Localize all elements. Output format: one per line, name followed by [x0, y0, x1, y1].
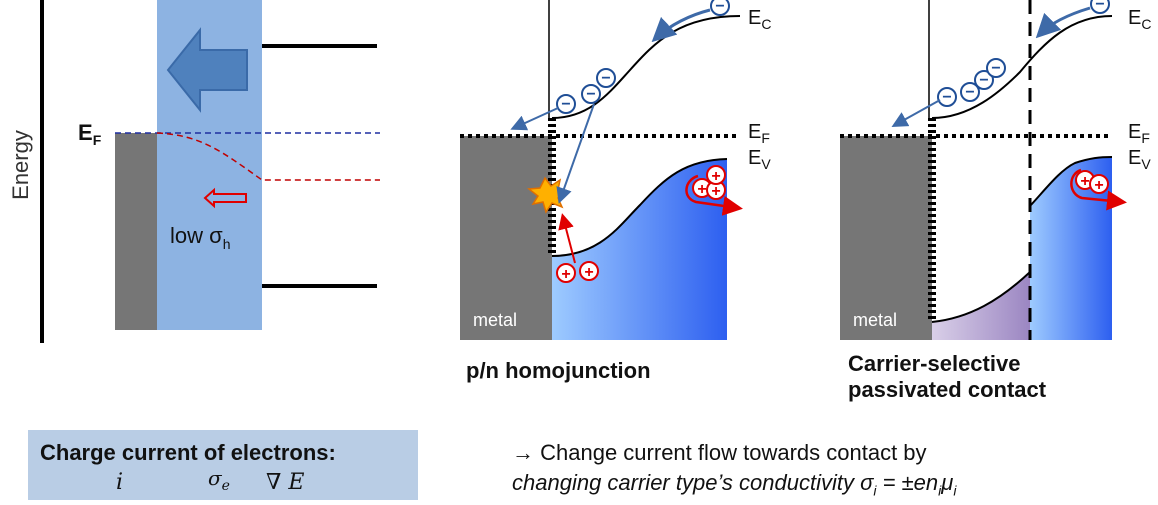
formula-title: Charge current of electrons: — [40, 440, 336, 465]
electron-path-arrow-icon — [651, 8, 711, 43]
left-panel: Energy EF low σh — [8, 0, 380, 343]
hole-sign: + — [561, 266, 570, 283]
electron-icon — [1090, 0, 1110, 14]
energy-axis-label: Energy — [8, 130, 33, 200]
formula-box: Charge current of electrons: i σe ∇ E — [28, 430, 418, 500]
electron-icon — [960, 82, 980, 102]
valence-fill-mid — [552, 159, 727, 340]
formula-equation: i σe ∇ E — [116, 466, 304, 495]
electron-sign: − — [561, 96, 570, 113]
electron-icon — [986, 58, 1006, 78]
low-sigma-label: low σh — [170, 223, 231, 252]
passivated-caption-line1: Carrier-selective — [848, 351, 1021, 376]
electron-icon — [581, 84, 601, 104]
hole-cluster-mid — [556, 165, 726, 283]
electron-sign: − — [942, 89, 951, 106]
electron-sign: − — [601, 70, 610, 87]
electron-icon — [974, 70, 994, 90]
note-line1: → Change current flow towards contact by — [512, 440, 927, 465]
metal-block-mid — [460, 136, 552, 340]
ev-label-mid: EV — [748, 147, 771, 172]
small-left-arrow-icon — [203, 187, 247, 209]
electron-icon — [937, 87, 957, 107]
hole-flow-arrow-icon — [685, 174, 743, 216]
ec-label-right: EC — [1128, 7, 1151, 32]
middle-panel: metal − − − − + — [460, 0, 771, 340]
hole-cluster-right — [1075, 170, 1109, 194]
hole-sign: + — [711, 168, 720, 185]
passivated-contact-caption: Carrier-selective passivated contact — [848, 351, 1046, 403]
large-left-arrow-icon — [166, 27, 248, 113]
formula-numerator: σe — [208, 466, 230, 494]
metal-block-right — [840, 136, 932, 340]
metal-label-mid: metal — [473, 310, 517, 330]
metal-block — [115, 133, 157, 330]
passivated-caption-line2: passivated contact — [848, 377, 1047, 402]
hole-recombination-arrow-icon — [558, 213, 576, 264]
hole-sign: + — [1080, 173, 1089, 190]
explanatory-note: → Change current flow towards contact by… — [512, 438, 956, 505]
conduction-band-mid — [551, 15, 741, 119]
hole-sign: + — [584, 264, 593, 281]
fermi-label: EF — [78, 120, 102, 148]
electron-icon — [596, 68, 616, 88]
ec-label-mid: EC — [748, 7, 771, 32]
metal-label-right: metal — [853, 310, 897, 330]
electron-sign: − — [991, 60, 1000, 77]
note-line2: changing carrier type’s conductivity σi … — [512, 470, 957, 499]
passivation-fill-right — [932, 272, 1030, 340]
hole-flow-arrow-icon-right — [1070, 168, 1127, 211]
electron-sign: − — [965, 84, 974, 101]
electron-to-metal-arrow-icon — [510, 107, 559, 131]
valence-fill-right — [1030, 157, 1112, 340]
ev-label-right: EV — [1128, 147, 1151, 172]
valence-band-right-high — [1029, 156, 1113, 207]
electron-sign: − — [1095, 0, 1104, 13]
ef-label-right: EF — [1128, 121, 1150, 146]
formula-tail: ∇ E — [266, 470, 305, 495]
electron-icon — [556, 94, 576, 114]
valence-band-mid — [551, 158, 728, 257]
hole-sign: + — [1094, 177, 1103, 194]
hole-icon — [1089, 174, 1109, 194]
conduction-band-right — [931, 15, 1113, 119]
hole-sign: + — [711, 183, 720, 200]
electron-sign: − — [715, 0, 724, 15]
homojunction-caption: p/n homojunction — [466, 358, 651, 383]
electron-cluster-right — [937, 0, 1110, 107]
right-panel: metal − − − − − + + — [840, 0, 1151, 340]
electron-recombination-arrow-icon — [556, 103, 595, 204]
hole-quasi-fermi-line — [156, 132, 380, 181]
electron-path-arrow-icon-right — [1035, 6, 1091, 39]
formula-partial: i — [116, 470, 124, 495]
hole-icon — [579, 261, 599, 281]
ef-label-mid: EF — [748, 121, 770, 146]
electron-to-metal-arrow-icon-right — [891, 99, 941, 127]
electron-sign: − — [979, 72, 988, 89]
hole-icon — [556, 263, 576, 283]
electron-cluster-mid — [556, 0, 730, 114]
electron-sign: − — [586, 86, 595, 103]
hole-icon — [706, 165, 726, 185]
hole-sign: + — [697, 181, 706, 198]
valence-band-right-low — [931, 271, 1031, 323]
electron-icon — [710, 0, 730, 16]
